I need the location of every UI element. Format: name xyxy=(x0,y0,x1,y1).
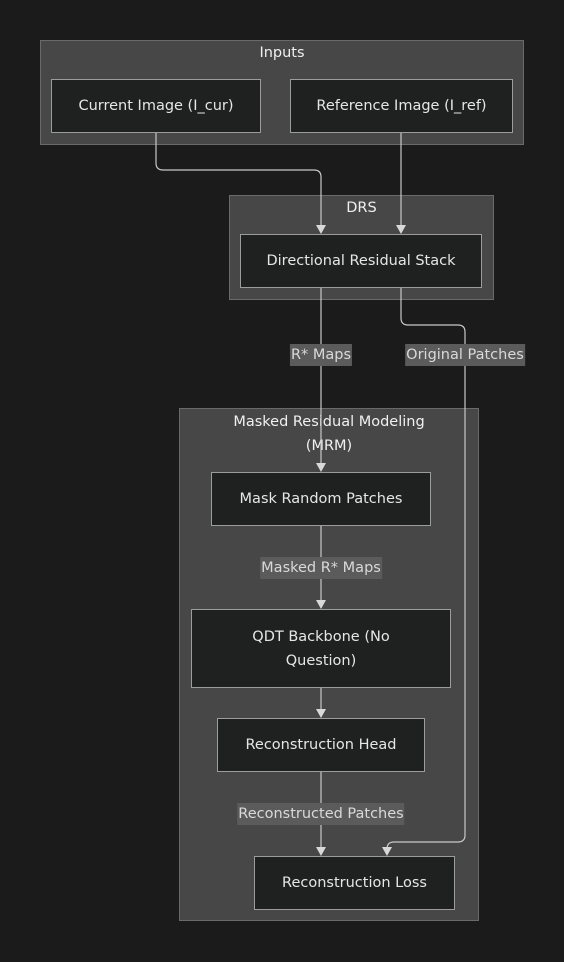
reconstruction-head-label: Reconstruction Head xyxy=(245,737,397,753)
arrowhead-mask-to-qdt xyxy=(316,600,326,609)
mask-random-patches-node: Mask Random Patches xyxy=(211,472,431,526)
reconstruction-loss-label: Reconstruction Loss xyxy=(282,875,427,891)
mrm-cluster-title-line1: Masked Residual Modeling xyxy=(233,414,425,430)
qdt-backbone-label-line2: Question) xyxy=(285,652,357,669)
qdt-backbone-label-line1: QDT Backbone (No xyxy=(252,628,390,645)
reconstruction-loss-node: Reconstruction Loss xyxy=(254,856,455,910)
arrowhead-qdt-to-head xyxy=(316,709,326,718)
reference-image-label: Reference Image (I_ref) xyxy=(316,98,487,114)
edge-label-original-patches: Original Patches xyxy=(405,344,525,366)
directional-residual-stack-node: Directional Residual Stack xyxy=(240,234,482,288)
edge-drs-to-loss xyxy=(386,288,466,850)
current-image-label: Current Image (I_cur) xyxy=(78,98,234,114)
directional-residual-stack-label: Directional Residual Stack xyxy=(266,253,456,269)
reference-image-node: Reference Image (I_ref) xyxy=(290,79,513,133)
edge-label-reconstructed-patches: Reconstructed Patches xyxy=(237,803,405,825)
arrowhead-current-to-drs xyxy=(316,225,326,234)
mask-random-patches-label: Mask Random Patches xyxy=(239,491,403,507)
edge-current-to-drs xyxy=(155,133,322,226)
arrowhead-drs-to-mask xyxy=(316,463,326,472)
arrowhead-drs-to-loss xyxy=(382,847,392,856)
arrowhead-reference-to-drs xyxy=(396,225,406,234)
inputs-cluster-title: Inputs xyxy=(259,45,305,61)
arrowhead-head-to-loss xyxy=(316,847,326,856)
qdt-backbone-node: QDT Backbone (No Question) xyxy=(191,609,451,688)
current-image-node: Current Image (I_cur) xyxy=(51,79,261,133)
edge-label-masked-r-star-maps: Masked R* Maps xyxy=(260,557,382,579)
reconstruction-head-node: Reconstruction Head xyxy=(217,718,425,772)
drs-cluster-title: DRS xyxy=(346,200,377,216)
mrm-cluster-title-line2: (MRM) xyxy=(305,438,353,454)
edge-label-r-star-maps: R* Maps xyxy=(289,344,353,366)
